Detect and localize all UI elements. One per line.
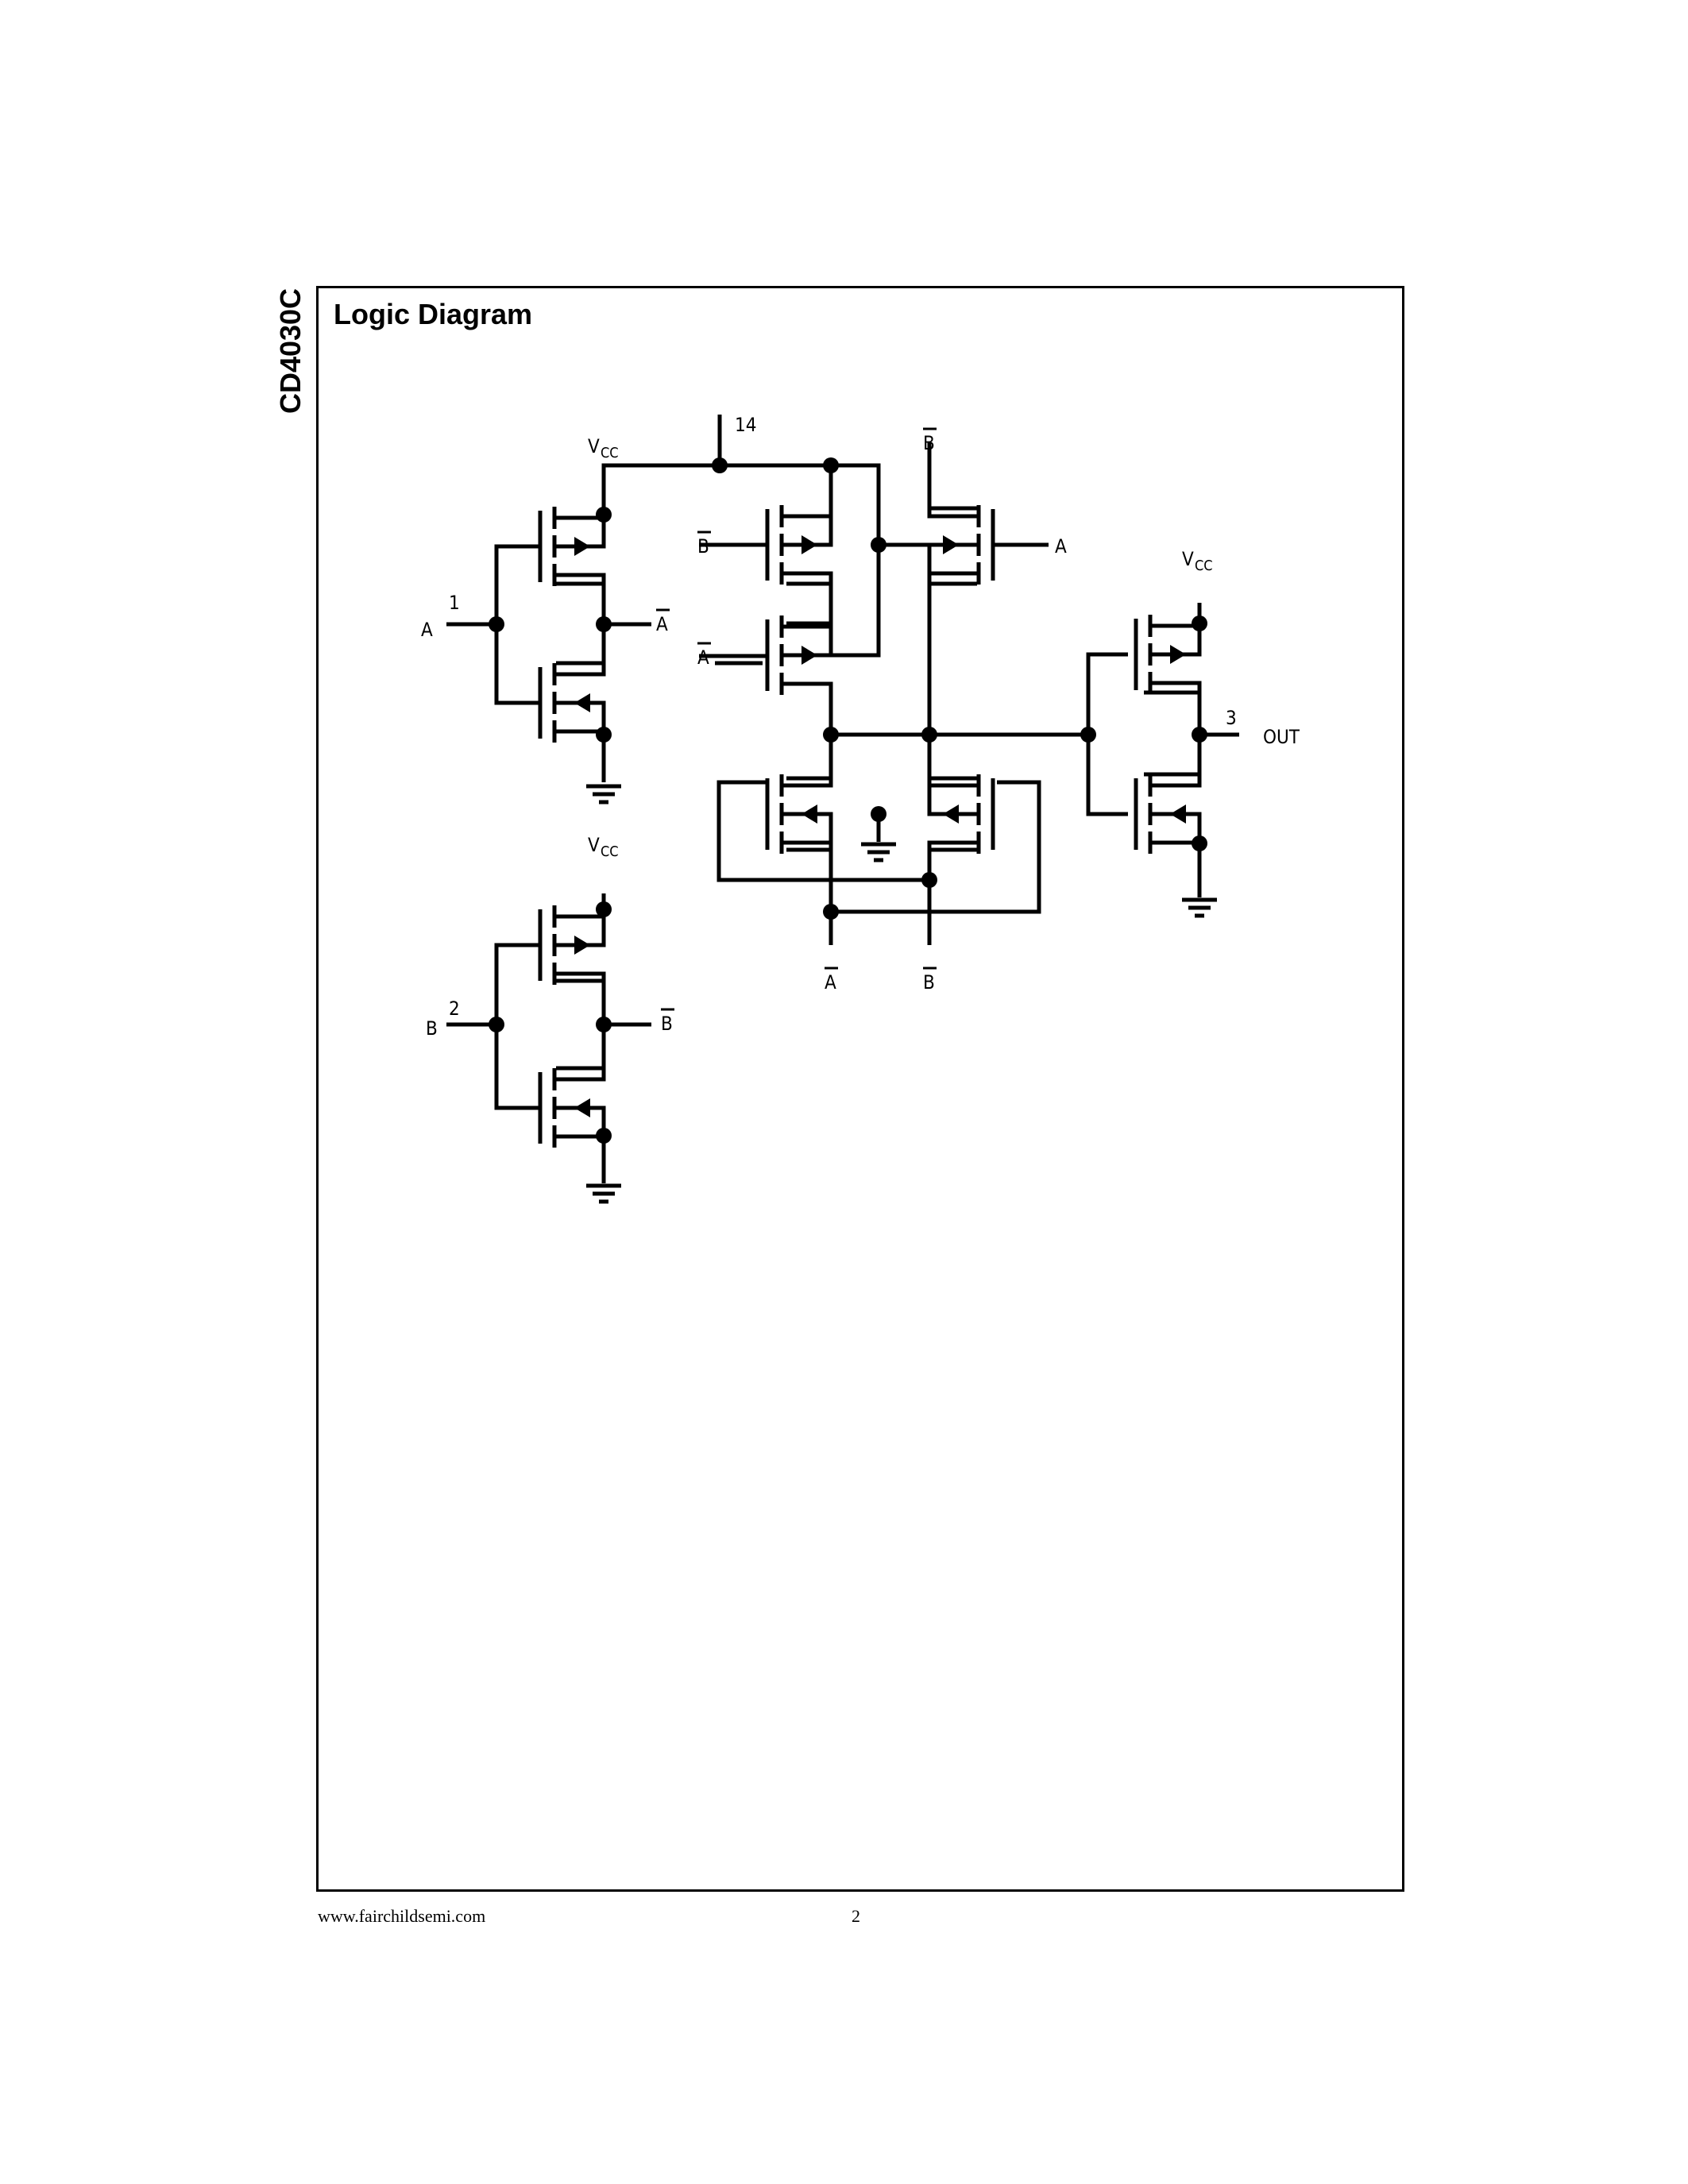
vcc-sub-label: CC: [601, 843, 619, 860]
b-bar-label: B: [923, 971, 935, 994]
diagram-frame: [316, 286, 1404, 1892]
ground-symbol: [586, 786, 621, 802]
vcc-sub-label: CC: [1195, 558, 1213, 574]
pin-2-label: 2: [449, 997, 460, 1020]
ground-symbol: [586, 1186, 621, 1202]
page-number: 2: [852, 1906, 860, 1926]
transistor-output-nmos: [1136, 762, 1199, 866]
input-b-label: B: [426, 1017, 438, 1040]
footer-url[interactable]: www.fairchildsemi.com: [318, 1906, 486, 1926]
b-bar-label: B: [697, 535, 709, 558]
vcc-sub-label: CC: [601, 445, 619, 461]
vcc-label: V: [1182, 548, 1194, 570]
out-label: OUT: [1263, 726, 1300, 748]
transistor-inverter-a-nmos: [540, 651, 604, 754]
b-bar-output-label: B: [661, 1013, 673, 1035]
input-a-label: A: [421, 619, 433, 641]
a-bar-label: A: [825, 971, 836, 994]
transistor-inverter-b-nmos: [540, 1056, 604, 1160]
section-title: Logic Diagram: [334, 298, 533, 330]
b-bar-label: B: [923, 432, 935, 454]
vcc-label: V: [588, 435, 600, 457]
wiring: [446, 415, 1239, 1183]
pin-1-label: 1: [449, 592, 460, 614]
a-bar-output-label: A: [656, 613, 668, 635]
pin-14-label: 14: [735, 414, 756, 436]
a-bar-label: A: [697, 646, 709, 669]
vcc-label: V: [588, 834, 600, 856]
a-label: A: [1055, 535, 1067, 558]
pin-3-label: 3: [1226, 707, 1237, 729]
junction-dots: [489, 457, 1207, 1144]
ground-symbol: [861, 844, 896, 860]
ground-symbol: [1182, 900, 1217, 916]
